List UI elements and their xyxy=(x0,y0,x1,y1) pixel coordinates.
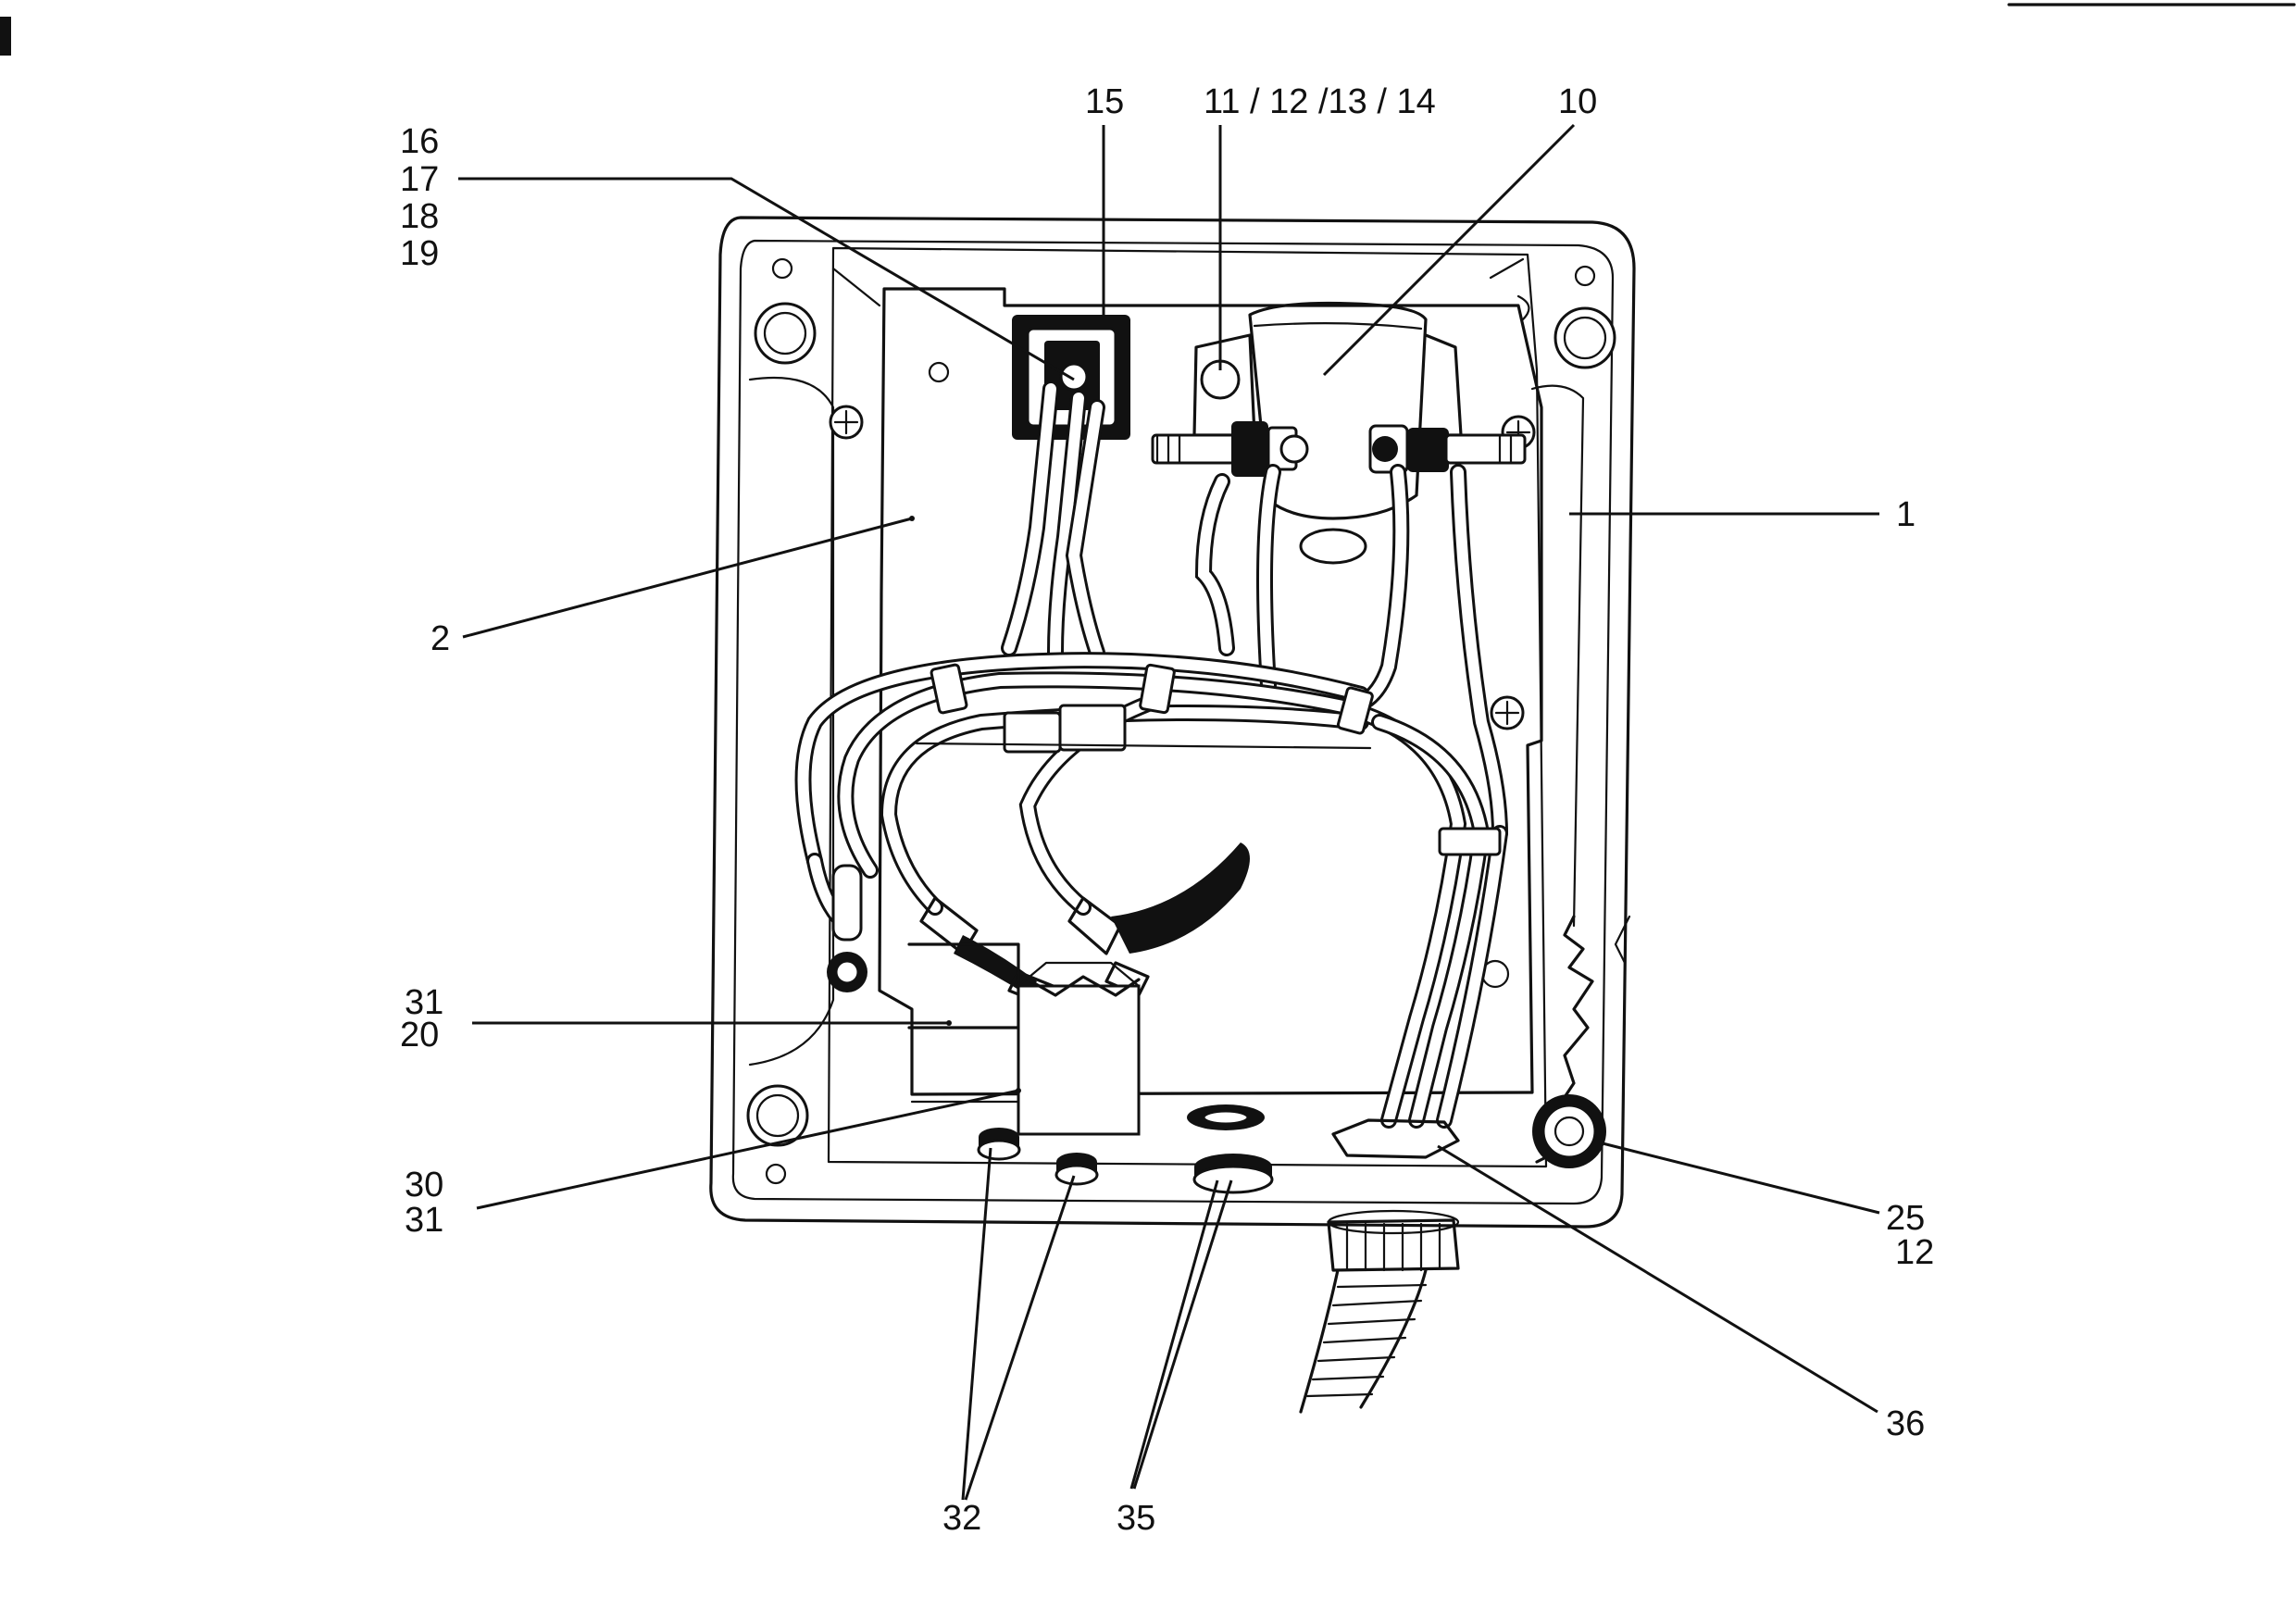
callout-32: 32 xyxy=(942,1499,981,1538)
grommet-small xyxy=(1054,1153,1099,1186)
mounting-plate xyxy=(829,287,1543,1096)
callout-30: 30 xyxy=(405,1166,443,1204)
callout-1: 1 xyxy=(1896,495,1915,534)
enclosure-housing xyxy=(709,216,1636,1229)
callout-19: 19 xyxy=(400,234,439,273)
callout-12: 12 xyxy=(1895,1233,1934,1272)
cable-gland xyxy=(1327,1209,1460,1272)
wiring-harness xyxy=(794,381,1508,1129)
callout-31-lower: 31 xyxy=(405,1201,443,1240)
grommet-small xyxy=(977,1128,1021,1161)
terminal-block-30-31 xyxy=(1017,961,1141,1136)
terminal-clips xyxy=(919,842,1250,1011)
relay-solenoid xyxy=(1151,301,1527,565)
callout-36: 36 xyxy=(1886,1404,1925,1443)
callout-2: 2 xyxy=(430,619,450,658)
inline-connector xyxy=(1003,711,1062,754)
callout-20: 20 xyxy=(400,1016,439,1054)
leader-lines xyxy=(458,123,1880,1501)
external-bushing xyxy=(1532,1094,1606,1168)
callout-31-upper: 31 xyxy=(405,983,443,1022)
callout-17: 17 xyxy=(400,160,439,199)
flexible-conduit xyxy=(1299,1268,1428,1414)
cable-grommet xyxy=(1331,1118,1460,1159)
callout-16: 16 xyxy=(400,122,439,161)
callout-25: 25 xyxy=(1886,1199,1925,1238)
grommet-large xyxy=(1187,1104,1265,1130)
page-edge-mark xyxy=(0,17,11,56)
ground-lug xyxy=(827,864,867,992)
callout-18: 18 xyxy=(400,197,439,236)
callout-15: 15 xyxy=(1085,82,1124,121)
callout-10: 10 xyxy=(1558,82,1597,121)
callout-35: 35 xyxy=(1117,1499,1155,1538)
grommet-large xyxy=(1192,1154,1274,1194)
callout-11-14: 11 / 12 /13 / 14 xyxy=(1204,82,1436,121)
